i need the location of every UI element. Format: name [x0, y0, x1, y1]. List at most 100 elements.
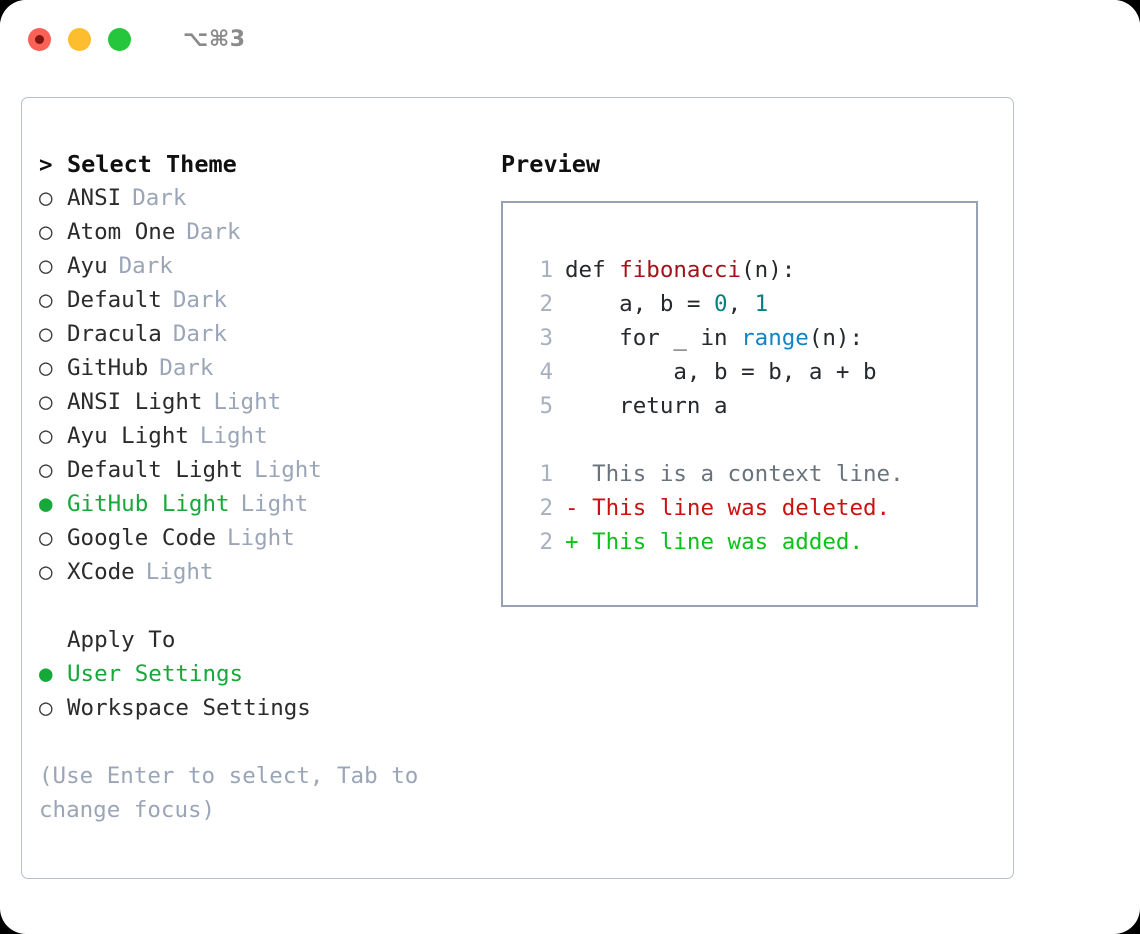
diff-marker: +	[565, 529, 579, 555]
radio-selected-icon: ●	[39, 661, 53, 687]
theme-list-item[interactable]: ○ Ayu Light Light	[39, 419, 489, 453]
keyboard-hint: (Use Enter to select, Tab to change focu…	[39, 763, 419, 823]
theme-variant-label: Light	[240, 491, 309, 517]
radio-unselected-icon: ○	[39, 389, 53, 415]
apply-to-option[interactable]: ○ Workspace Settings	[39, 691, 489, 725]
apply-to-option-label: User Settings	[67, 661, 244, 687]
diff-line: 2 + This line was added.	[525, 525, 976, 559]
radio-unselected-icon: ○	[39, 423, 53, 449]
window-controls	[28, 27, 131, 51]
theme-name-label: Google Code	[67, 525, 217, 551]
minimize-window-button[interactable]	[68, 27, 91, 51]
code-token: (n):	[741, 257, 796, 283]
theme-list-item[interactable]: ○ ANSI Light Light	[39, 385, 489, 419]
code-token: ,	[727, 291, 755, 317]
diff-line: 1 This is a context line.	[525, 457, 976, 491]
code-token: range	[741, 325, 809, 351]
theme-list-item[interactable]: ● GitHub Light Light	[39, 487, 489, 521]
theme-variant-label: Dark	[132, 185, 187, 211]
line-number: 1	[539, 257, 553, 283]
diff-sample: 1 This is a context line.2- This line wa…	[525, 457, 976, 559]
theme-name-label: GitHub	[67, 355, 149, 381]
theme-variant-label: Light	[199, 423, 268, 449]
theme-name-label: ANSI Light	[67, 389, 203, 415]
apply-to-heading: Apply To	[39, 623, 489, 657]
caret-icon: >	[39, 152, 53, 178]
theme-variant-label: Light	[213, 389, 282, 415]
diff-marker	[565, 457, 579, 491]
theme-variant-label: Dark	[159, 355, 214, 381]
diff-line-text: This line was deleted.	[578, 495, 891, 521]
code-line: 3 for _ in range(n):	[525, 321, 976, 355]
diff-line-text: This line was added.	[578, 529, 864, 555]
code-line: 2 a, b = 0, 1	[525, 287, 976, 321]
theme-name-label: Atom One	[67, 219, 176, 245]
code-line-text: for _ in range(n):	[565, 321, 863, 355]
theme-list-item[interactable]: ○ Google Code Light	[39, 521, 489, 555]
radio-unselected-icon: ○	[39, 185, 53, 211]
radio-selected-icon: ●	[39, 491, 53, 517]
line-number: 2	[539, 529, 553, 555]
code-token: (n):	[808, 325, 864, 351]
code-token: def	[565, 257, 620, 283]
preview-title: Preview	[501, 150, 601, 178]
diff-line: 2- This line was deleted.	[525, 491, 976, 525]
list-spacer	[39, 589, 489, 623]
theme-name-label: ANSI	[67, 185, 122, 211]
radio-unselected-icon: ○	[39, 355, 53, 381]
theme-name-label: GitHub Light	[67, 491, 230, 517]
line-number: 1	[539, 461, 553, 487]
radio-unselected-icon: ○	[39, 287, 53, 313]
theme-variant-label: Dark	[118, 253, 173, 279]
theme-list-item[interactable]: ○ GitHub Dark	[39, 351, 489, 385]
theme-list-item[interactable]: ○ ANSI Dark	[39, 181, 489, 215]
radio-unselected-icon: ○	[39, 525, 53, 551]
code-token: 0	[714, 291, 728, 317]
code-token: fibonacci	[619, 257, 742, 283]
theme-variant-label: Dark	[172, 321, 228, 347]
theme-name-label: Default Light	[67, 457, 244, 483]
apply-to-option[interactable]: ● User Settings	[39, 657, 489, 691]
theme-variant-label: Dark	[186, 219, 241, 245]
theme-variant-label: Light	[227, 525, 295, 551]
line-number: 2	[539, 291, 553, 317]
code-token: a, b = b, a + b	[565, 359, 877, 385]
close-window-button[interactable]	[28, 27, 51, 51]
diff-line-text: This is a context line.	[578, 461, 904, 487]
select-theme-heading: > Select Theme	[39, 147, 489, 181]
code-token: for _ in	[565, 325, 742, 351]
radio-unselected-icon: ○	[39, 695, 53, 721]
theme-name-label: Dracula	[67, 321, 162, 347]
apply-to-option-label: Workspace Settings	[67, 695, 311, 721]
radio-unselected-icon: ○	[39, 253, 53, 279]
theme-name-label: XCode	[67, 559, 135, 585]
line-number: 3	[539, 325, 553, 351]
radio-unselected-icon: ○	[39, 457, 53, 483]
line-number: 2	[539, 495, 553, 521]
title-bar: ⌥⌘3	[0, 0, 1140, 78]
theme-name-label: Default	[67, 287, 162, 313]
theme-variant-label: Light	[145, 559, 214, 585]
apply-to-list: ● User Settings ○ Workspace Settings	[39, 657, 489, 725]
code-line-text: a, b = 0, 1	[565, 287, 768, 321]
code-token: a, b =	[565, 291, 715, 317]
code-token: return a	[565, 393, 728, 419]
code-line: 1 def fibonacci(n):	[525, 253, 976, 287]
code-line-text: def fibonacci(n):	[565, 253, 795, 287]
code-line-text: return a	[565, 389, 728, 423]
select-theme-heading-label: Select Theme	[67, 150, 237, 178]
theme-name-label: Ayu Light	[67, 423, 189, 449]
maximize-window-button[interactable]	[108, 27, 131, 51]
line-number: 5	[539, 393, 553, 419]
